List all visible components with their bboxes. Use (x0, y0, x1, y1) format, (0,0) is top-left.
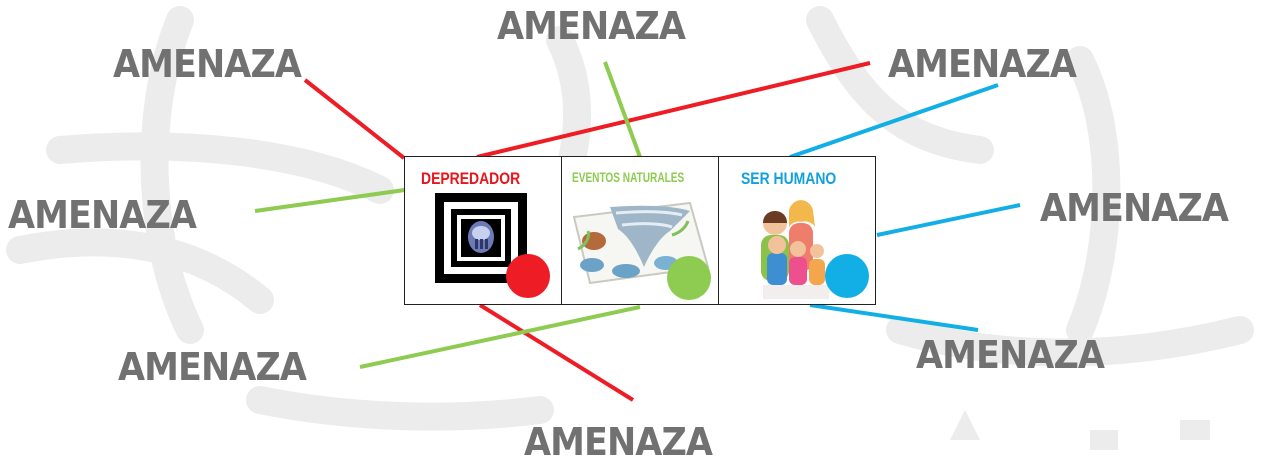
label-bottom-right: AMENAZA (916, 333, 1105, 377)
card-title-ser-humano: SER HUMANO (741, 169, 837, 188)
blue-line-right (876, 203, 1021, 237)
label-bottom-center: AMENAZA (524, 420, 713, 464)
blue-dot (825, 254, 869, 298)
label-top-left: AMENAZA (113, 42, 302, 86)
card-title-eventos-naturales: EVENTOS NATURALES (572, 169, 685, 185)
green-line-top (603, 61, 642, 158)
card-eventos-naturales: EVENTOS NATURALES (562, 157, 719, 304)
label-bottom-left: AMENAZA (118, 345, 307, 389)
label-mid-right: AMENAZA (1040, 186, 1229, 230)
predator-mask-icon (435, 193, 527, 283)
card-title-depredador: DEPREDADOR (421, 169, 521, 188)
card-ser-humano: SER HUMANO (719, 157, 875, 304)
label-top-right: AMENAZA (888, 42, 1077, 86)
label-top-center: AMENAZA (497, 4, 686, 48)
card-depredador: DEPREDADOR (405, 157, 562, 304)
label-mid-left: AMENAZA (8, 193, 197, 237)
red-line-top-right (476, 61, 871, 159)
blue-line-top (789, 83, 999, 159)
family-icon (761, 200, 829, 299)
red-dot (506, 254, 550, 298)
red-line-bottom (478, 303, 635, 402)
green-dot (667, 256, 711, 300)
blue-line-bottom (809, 303, 979, 332)
green-line-bottom (359, 305, 641, 369)
red-line-top-left (303, 78, 406, 160)
threat-cards: DEPREDADOR EVENTOS NATURALES (404, 156, 876, 305)
